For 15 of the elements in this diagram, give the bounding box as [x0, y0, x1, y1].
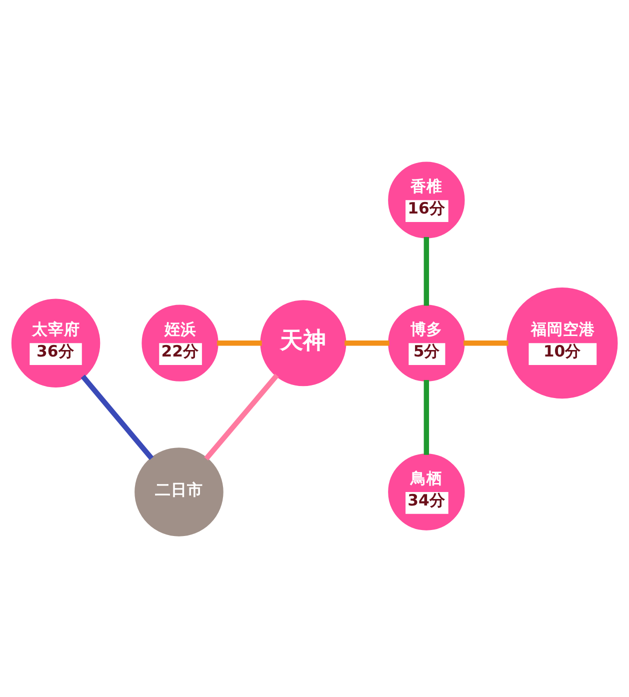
connector: [204, 373, 279, 460]
connector: [424, 236, 430, 306]
node-circle: 博多 5分: [388, 304, 465, 381]
node-circle: 香椎 16分: [388, 161, 465, 238]
node-circle: 太宰府 36分: [11, 298, 100, 387]
node-circle: 福岡空港 10分: [506, 287, 618, 398]
connector: [344, 340, 390, 346]
connector: [424, 380, 430, 454]
connector: [464, 340, 508, 346]
connector: [80, 374, 154, 460]
node-circle: 二日市: [134, 447, 224, 536]
node-circle: 鳥栖 34分: [388, 453, 465, 530]
connector: [217, 340, 262, 346]
node-circle: 姪浜 22分: [142, 304, 218, 381]
node-circle: 天神: [260, 300, 346, 386]
